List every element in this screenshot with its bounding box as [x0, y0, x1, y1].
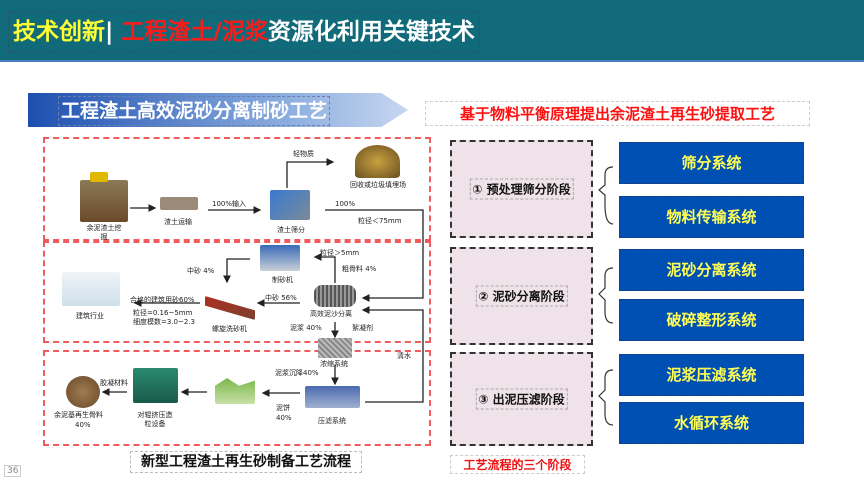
- sand-maker-image: [260, 245, 300, 271]
- label-cake-pct: 40%: [276, 414, 292, 422]
- stage-label: ③ 出泥压滤阶段: [475, 388, 568, 410]
- diagram-caption: 新型工程渣土再生砂制备工艺流程: [130, 451, 362, 473]
- stage-2-region: [43, 241, 431, 343]
- separator-image: [314, 285, 356, 307]
- label-size-75: 粒径＜75mm: [358, 217, 402, 225]
- subtitle-arrow-banner: 工程渣土高效泥砂分离制砂工艺: [28, 93, 408, 127]
- screening-image: [270, 190, 310, 220]
- label-construction: 建筑行业: [76, 312, 104, 320]
- system-screening: 筛分系统: [619, 142, 804, 184]
- label-aggregate-pct: 40%: [75, 421, 91, 429]
- label-light-material: 轻物质: [293, 150, 314, 158]
- construction-image: [62, 272, 120, 306]
- stage-label: ② 泥砂分离阶段: [475, 285, 568, 307]
- filter-press-image: [305, 386, 360, 408]
- label-flocculant: 絮凝剂: [352, 324, 373, 332]
- excavation-image: [80, 180, 128, 222]
- brace-icons: [598, 166, 614, 426]
- stages-caption: 工艺流程的三个阶段: [450, 455, 585, 474]
- system-slurry-filter: 泥浆压滤系统: [619, 354, 804, 396]
- title-separator: |: [105, 19, 122, 45]
- stage-pretreatment: ① 预处理筛分阶段: [450, 140, 593, 238]
- thickener-image: [318, 338, 352, 358]
- label-grain-size: 粒径=0.16~5mm: [133, 309, 193, 317]
- label-cake: 泥饼: [276, 404, 290, 412]
- stage-filtration: ③ 出泥压滤阶段: [450, 352, 593, 446]
- landfill-image: [355, 145, 400, 178]
- stage-separation: ② 泥砂分离阶段: [450, 247, 593, 345]
- label-mid-4: 中砂 4%: [187, 267, 215, 275]
- title-part-2: 工程渣土/泥浆: [121, 19, 268, 45]
- label-washer: 螺旋洗砂机: [212, 325, 247, 333]
- subtitle-text: 工程渣土高效泥砂分离制砂工艺: [58, 96, 331, 126]
- system-material-transport: 物料传输系统: [619, 196, 804, 238]
- excavator-icon: [90, 172, 108, 182]
- label-excavation: 余泥渣土挖掘: [86, 224, 122, 241]
- label-thickener: 浓缩系统: [320, 360, 348, 368]
- stage-1-region: [43, 137, 431, 241]
- label-aggregate: 余泥基再生骨料: [54, 411, 103, 419]
- aggregate-image: [66, 376, 100, 408]
- label-100pct: 100%: [335, 200, 356, 208]
- stage-3-region: [43, 350, 431, 446]
- title-part-3: 资源化利用关键技术: [267, 19, 475, 45]
- label-granulator: 对辊挤压造粒设备: [137, 411, 173, 428]
- label-landfill: 回收或垃圾填埋场: [350, 181, 406, 189]
- label-separator: 高效泥沙分离: [310, 310, 352, 318]
- label-slurry-40: 泥浆 40%: [290, 324, 322, 332]
- label-coarse: 粗骨料 4%: [342, 265, 377, 273]
- truck-image: [160, 197, 198, 210]
- stage-label: ① 预处理筛分阶段: [469, 178, 574, 200]
- label-size-5: 粒径＞5mm: [320, 249, 360, 257]
- label-filter-press: 压滤系统: [318, 417, 346, 425]
- label-transport: 渣土运输: [164, 218, 192, 226]
- label-fineness: 细度模数=3.0~2.3: [133, 318, 195, 326]
- label-mid-56: 中砂 56%: [265, 294, 297, 302]
- label-binder: 胶凝材料: [100, 379, 128, 387]
- red-heading: 基于物料平衡原理提出余泥渣土再生砂提取工艺: [425, 101, 810, 126]
- title-part-1: 技术创新: [13, 19, 105, 45]
- system-crushing-shaping: 破碎整形系统: [619, 299, 804, 341]
- system-water-circulation: 水循环系统: [619, 402, 804, 444]
- slide-title: 技术创新| 工程渣土/泥浆资源化利用关键技术: [8, 12, 480, 52]
- header-bar: 技术创新| 工程渣土/泥浆资源化利用关键技术: [0, 0, 864, 62]
- label-input: 100%输入: [212, 200, 247, 208]
- granulator-image: [133, 368, 178, 403]
- label-clear-water: 清水: [397, 352, 411, 360]
- label-screening: 渣土筛分: [277, 226, 305, 234]
- label-settle: 泥浆沉降40%: [275, 369, 319, 377]
- label-qualified-sand: 合格的建筑用砂60%: [130, 296, 195, 304]
- system-sand-mud-separation: 泥砂分离系统: [619, 249, 804, 291]
- label-sand-maker: 制砂机: [272, 276, 293, 284]
- page-number: 36: [4, 465, 22, 477]
